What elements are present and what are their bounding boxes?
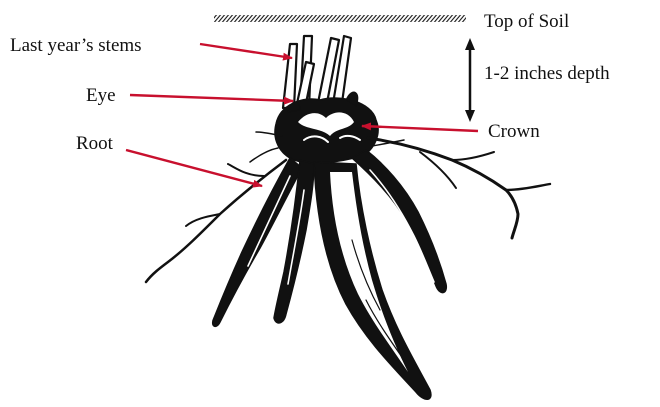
crown-label: Crown	[488, 121, 540, 142]
root-label: Root	[76, 133, 114, 154]
soil-line-icon	[214, 15, 466, 22]
eye-label: Eye	[86, 85, 116, 106]
central-taproot	[314, 162, 431, 399]
stems-label: Last year’s stems	[10, 35, 142, 56]
top-of-soil-label: Top of Soil	[484, 11, 569, 32]
crown-arrow	[362, 126, 478, 131]
root-illustration	[146, 36, 550, 399]
depth-label: 1-2 inches depth	[484, 63, 610, 84]
root-arrow	[126, 150, 262, 186]
eye-arrow	[130, 95, 293, 101]
stems-arrow	[200, 44, 292, 58]
